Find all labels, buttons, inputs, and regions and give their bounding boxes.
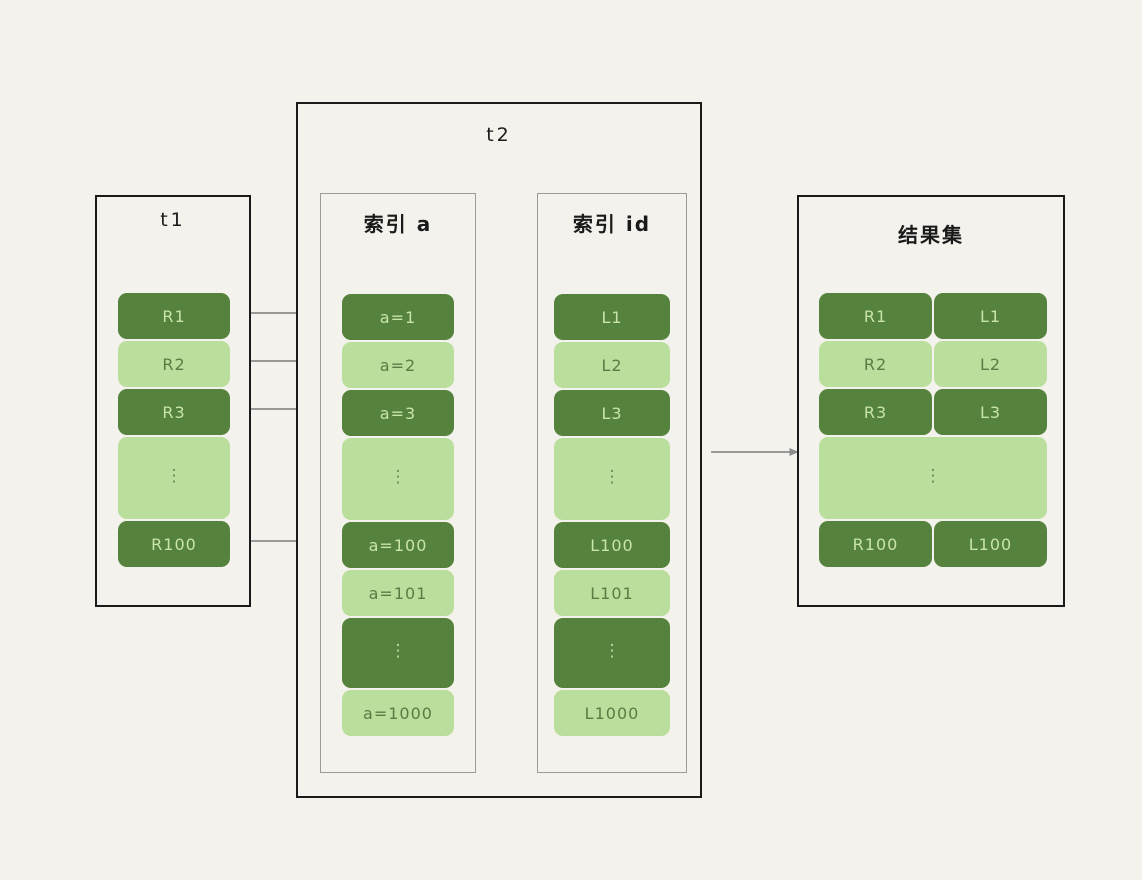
- t1-row-ellipsis: ⋮: [118, 437, 230, 519]
- index-a-row-a3-label: a=3: [379, 403, 417, 423]
- index-a-row-ellipsis-2: ⋮: [342, 618, 454, 688]
- index-a-row-a1-label: a=1: [379, 307, 417, 327]
- result-row-5-left-label: R100: [852, 534, 899, 554]
- t1-row-r3: R3: [118, 389, 230, 435]
- t1-row-r3-label: R3: [162, 402, 186, 422]
- index-a-row-a100: a=100: [342, 522, 454, 568]
- result-row-1-left-label: R1: [863, 306, 888, 326]
- t1-row-r100: R100: [118, 521, 230, 567]
- index-a-row-ellipsis-1: ⋮: [342, 438, 454, 520]
- t1-row-r2-label: R2: [162, 354, 186, 374]
- result-row-5-right: L100: [934, 521, 1047, 567]
- result-row-3-right-label: L3: [979, 402, 1002, 422]
- result-row-2-left: R2: [819, 341, 932, 387]
- index-id-row-l1: L1: [554, 294, 670, 340]
- panel-t2-title: t2: [486, 124, 512, 146]
- subpanel-index-id-title: 索引 id: [572, 212, 652, 236]
- result-row-5-left: R100: [819, 521, 932, 567]
- t1-row-r2: R2: [118, 341, 230, 387]
- subpanel-index-a-title: 索引 a: [363, 212, 433, 236]
- index-id-row-ellipsis-2-label: ⋮: [603, 641, 621, 662]
- result-row-3-left-label: R3: [863, 402, 888, 422]
- result-row-1-right: L1: [934, 293, 1047, 339]
- index-a-row-a1: a=1: [342, 294, 454, 340]
- index-id-row-l101-label: L101: [590, 583, 634, 603]
- t1-row-r1-label: R1: [162, 306, 186, 326]
- index-a-row-a2-label: a=2: [379, 355, 417, 375]
- index-id-row-l1-label: L1: [601, 307, 623, 327]
- index-id-row-ellipsis-1: ⋮: [554, 438, 670, 520]
- result-row-3-right: L3: [934, 389, 1047, 435]
- index-a-row-a2: a=2: [342, 342, 454, 388]
- index-a-row-a100-label: a=100: [368, 535, 428, 555]
- index-a-row-a101-label: a=101: [368, 583, 428, 603]
- index-a-row-a101: a=101: [342, 570, 454, 616]
- result-row-1-right-label: L1: [979, 306, 1002, 326]
- index-id-row-l2-label: L2: [601, 355, 623, 375]
- result-row-ellipsis-label: ⋮: [924, 466, 942, 487]
- subpanel-index-a: 索引 a a=1 a=2 a=3 ⋮ a=100 a=101 ⋮: [320, 193, 476, 773]
- result-row-5-right-label: L100: [968, 534, 1013, 554]
- subpanel-index-id: 索引 id L1 L2 L3 ⋮ L100 L101 ⋮ L: [537, 193, 687, 773]
- index-id-row-l2: L2: [554, 342, 670, 388]
- result-row-1-left: R1: [819, 293, 932, 339]
- t1-row-r100-label: R100: [151, 534, 197, 554]
- result-row-ellipsis: ⋮: [819, 437, 1047, 519]
- t1-row-r1: R1: [118, 293, 230, 339]
- panel-t2: t2 索引 a a=1 a=2 a=3 ⋮ a=100 a=101 ⋮: [296, 102, 702, 798]
- index-a-row-ellipsis-1-label: ⋮: [389, 467, 407, 488]
- t1-row-ellipsis-label: ⋮: [165, 466, 183, 487]
- panel-t1: t1 R1 R2 R3 ⋮ R100: [95, 195, 251, 607]
- index-a-row-ellipsis-2-label: ⋮: [389, 641, 407, 662]
- index-id-row-l100: L100: [554, 522, 670, 568]
- index-id-row-l3-label: L3: [601, 403, 623, 423]
- index-id-row-l100-label: L100: [590, 535, 634, 555]
- index-id-row-l1000: L1000: [554, 690, 670, 736]
- index-a-row-a1000: a=1000: [342, 690, 454, 736]
- index-id-row-l101: L101: [554, 570, 670, 616]
- panel-result-set-title: 结果集: [898, 223, 964, 247]
- result-row-2-left-label: R2: [863, 354, 888, 374]
- index-a-row-a3: a=3: [342, 390, 454, 436]
- index-id-row-l1000-label: L1000: [584, 703, 640, 723]
- panel-t1-title: t1: [160, 209, 186, 231]
- index-a-row-a1000-label: a=1000: [363, 703, 433, 723]
- panel-result-set: 结果集 R1 L1 R2 L2 R3 L3 ⋮ R100 L100: [797, 195, 1065, 607]
- result-row-2-right-label: L2: [979, 354, 1002, 374]
- index-id-row-ellipsis-1-label: ⋮: [603, 467, 621, 488]
- index-id-row-l3: L3: [554, 390, 670, 436]
- result-row-2-right: L2: [934, 341, 1047, 387]
- index-id-row-ellipsis-2: ⋮: [554, 618, 670, 688]
- result-row-3-left: R3: [819, 389, 932, 435]
